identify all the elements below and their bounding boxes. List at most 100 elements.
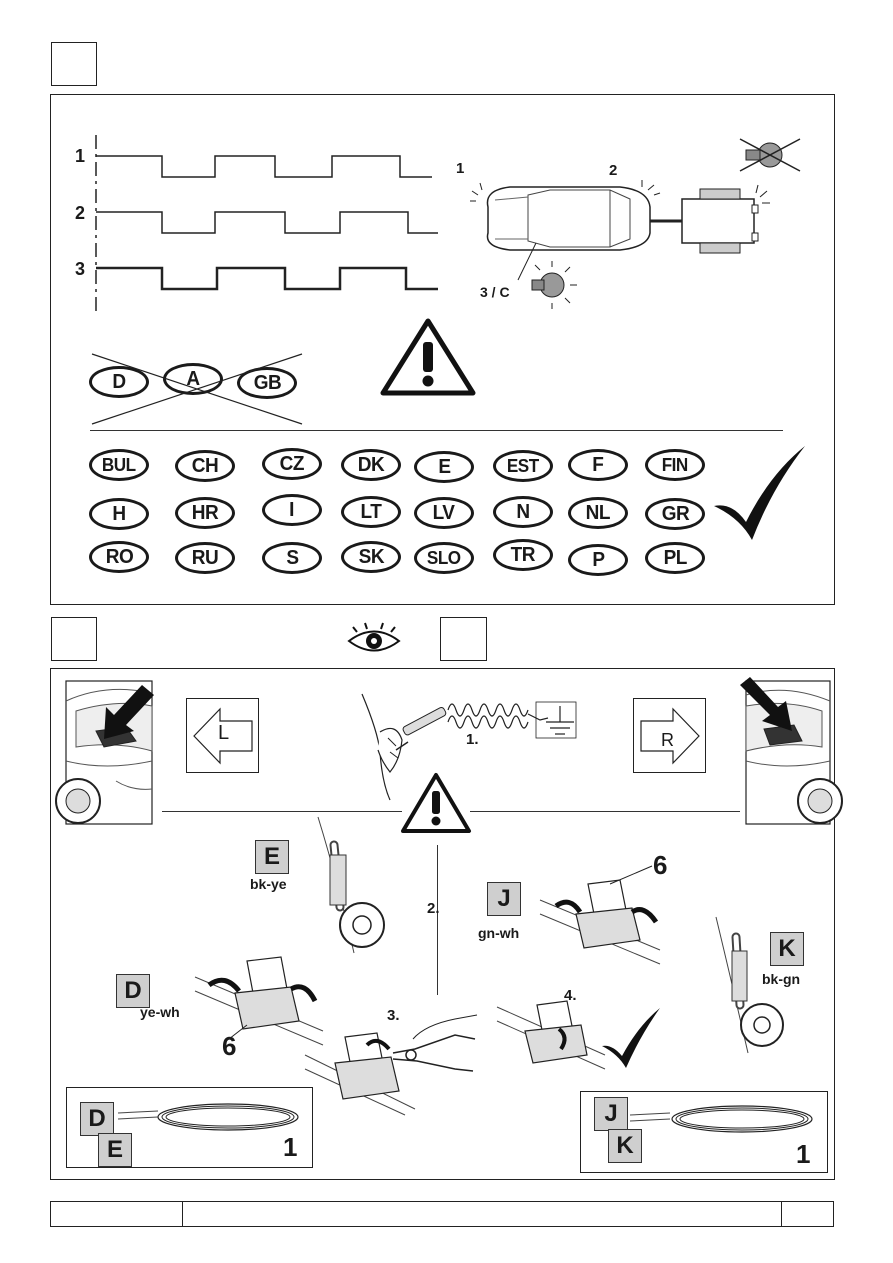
section3-number-box	[440, 617, 487, 661]
country-code: NL	[585, 501, 611, 524]
country-code: H	[112, 502, 126, 525]
country-code: CH	[191, 454, 219, 477]
country-badge-lv: LV	[414, 497, 474, 529]
wire-loop-illustration-k	[715, 916, 784, 1054]
wire-loop-illustration-e	[317, 816, 385, 954]
cable-key-d: D	[80, 1102, 114, 1136]
country-badge-sk: SK	[341, 541, 401, 573]
car-label-3c: 3 / C	[480, 284, 510, 300]
divider-line-left	[162, 811, 402, 812]
country-badge-dk: DK	[341, 449, 401, 481]
country-badge-est: EST	[493, 450, 553, 482]
country-code: E	[437, 455, 451, 478]
car-rear-left-image	[55, 680, 154, 825]
cable-key-e: E	[98, 1133, 132, 1167]
divider-line-right	[470, 811, 740, 812]
car-label-2: 2	[609, 162, 618, 179]
cable-key-j: J	[594, 1097, 628, 1131]
arrow-right-icon	[640, 707, 700, 765]
footer-cell-left	[50, 1201, 183, 1227]
car-trailer-illustration	[470, 138, 801, 309]
country-code: F	[592, 453, 604, 476]
country-code: SLO	[427, 547, 461, 568]
country-badge-hr: HR	[175, 497, 235, 529]
country-code: SK	[358, 545, 384, 568]
eye-icon	[347, 622, 401, 652]
signal-line-2	[96, 211, 438, 234]
country-badge-p: P	[568, 544, 628, 576]
signal-line-1	[96, 155, 432, 178]
step-label-4: 4.	[564, 987, 577, 1004]
country-badge-n: N	[493, 496, 553, 528]
country-badge-excluded: GB	[237, 367, 297, 399]
country-code: RU	[191, 546, 219, 569]
connector-key-k: K	[770, 932, 804, 966]
vertical-divider	[437, 845, 438, 995]
country-badge-lt: LT	[341, 496, 401, 528]
checkmark-icon	[602, 1008, 660, 1068]
left-side-label: L	[218, 722, 230, 744]
country-code: LT	[360, 500, 382, 523]
country-code: BUL	[102, 454, 136, 475]
warning-icon	[380, 318, 476, 396]
right-side-label: R	[661, 730, 674, 750]
car-rear-right-image	[740, 677, 843, 825]
footer-cell-right	[781, 1201, 834, 1227]
country-badge-pl: PL	[645, 542, 705, 574]
cable-number-right: 1	[796, 1139, 811, 1169]
country-badge-excluded: A	[163, 363, 223, 395]
signal-label-2: 2	[75, 203, 86, 223]
country-badge-s: S	[262, 542, 322, 574]
country-code: CZ	[279, 452, 305, 475]
country-badge-ro: RO	[89, 541, 149, 573]
country-badge-f: F	[568, 449, 628, 481]
divider-line	[90, 430, 783, 431]
number-label-6-bottom: 6	[222, 1031, 237, 1061]
signal-diagram	[95, 135, 438, 315]
country-badge-e: E	[414, 451, 474, 483]
pliers-crimp-illustration	[304, 1014, 478, 1116]
country-badge-ru: RU	[175, 542, 235, 574]
step-label-1: 1.	[466, 731, 479, 748]
arrow-left-icon	[193, 707, 253, 765]
country-badge-i: I	[262, 494, 322, 526]
country-code: TR	[510, 543, 536, 566]
section1-number-box	[51, 42, 97, 86]
signal-line-3	[96, 266, 438, 291]
connector-clip-illustration-d	[194, 956, 324, 1046]
wire-color-label-d: ye-wh	[140, 1004, 180, 1020]
country-badge-slo: SLO	[414, 542, 474, 574]
country-code: LV	[433, 501, 455, 524]
country-code: FIN	[661, 454, 689, 475]
country-code: HR	[191, 501, 219, 524]
cable-key-k: K	[608, 1129, 642, 1163]
section2-number-box	[51, 617, 97, 661]
step-label-2: 2.	[427, 900, 440, 917]
country-code: S	[285, 546, 299, 569]
warning-icon	[401, 773, 471, 833]
signal-label-3: 3	[75, 259, 86, 279]
number-label-6-top: 6	[653, 850, 668, 880]
country-badge-excluded: D	[89, 366, 149, 398]
ground-icon	[535, 701, 577, 739]
country-code: PL	[663, 546, 687, 569]
connector-key-j: J	[487, 882, 521, 916]
country-badge-nl: NL	[568, 497, 628, 529]
cable-coil-left	[117, 1103, 299, 1131]
connector-closed-illustration	[496, 1000, 606, 1070]
country-badge-gr: GR	[645, 498, 705, 530]
wire-color-label-j: gn-wh	[478, 925, 520, 941]
country-code: N	[516, 500, 530, 523]
country-badge-h: H	[89, 498, 149, 530]
country-badge-tr: TR	[493, 539, 553, 571]
country-code: EST	[507, 455, 539, 476]
connector-clip-illustration-j	[539, 865, 661, 965]
cable-coil-right	[629, 1105, 813, 1133]
wire-color-label-e: bk-ye	[250, 876, 287, 892]
country-badge-ch: CH	[175, 450, 235, 482]
country-code: DK	[357, 453, 385, 476]
country-badge-cz: CZ	[262, 448, 322, 480]
footer-cell-middle	[182, 1201, 782, 1227]
country-badge-fin: FIN	[645, 449, 705, 481]
country-badge-bul: BUL	[89, 449, 149, 481]
